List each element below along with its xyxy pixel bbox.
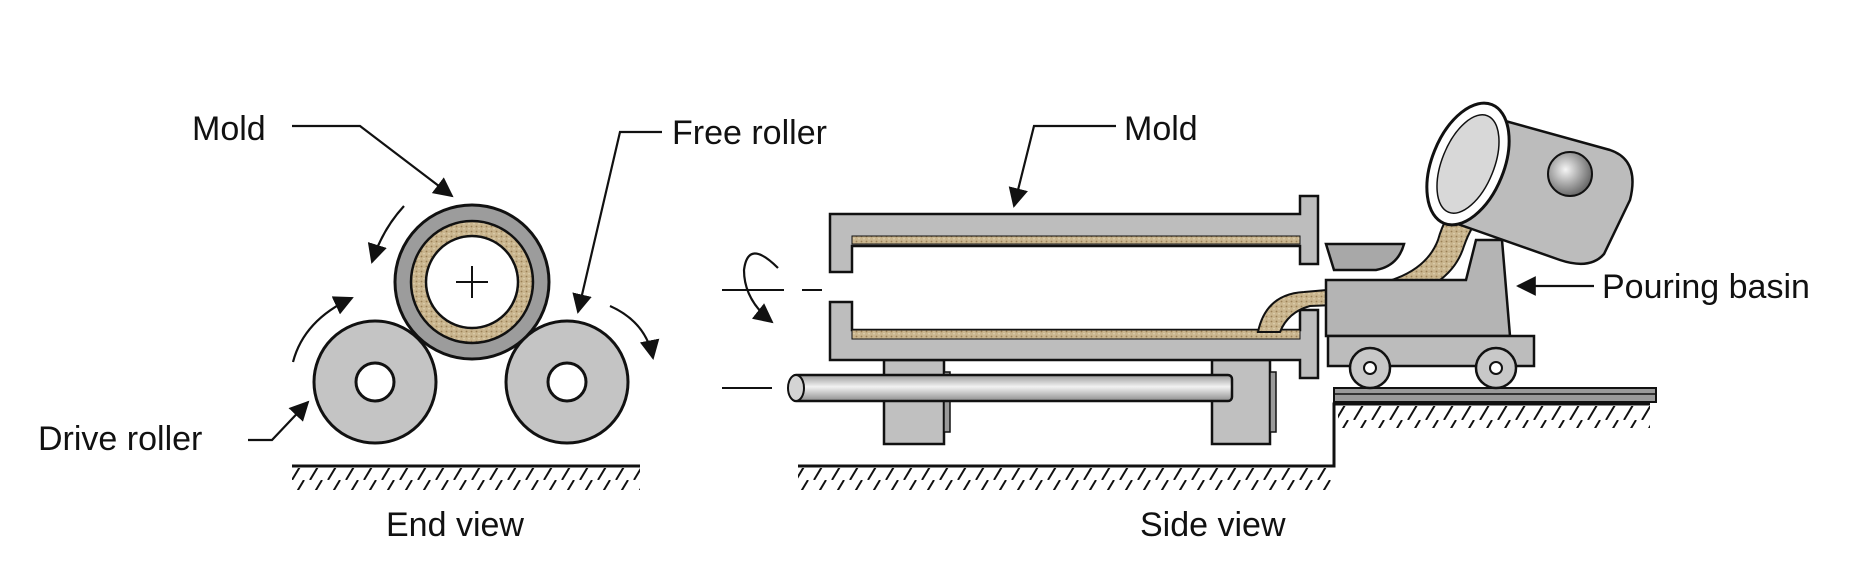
cart-rail <box>1333 387 1657 403</box>
leader-arrow-icon <box>292 124 454 198</box>
ladle <box>1425 101 1634 266</box>
free-roller-label: Free roller <box>672 114 827 152</box>
hatched-ground-icon <box>292 468 640 490</box>
plus-crosshair-icon <box>456 266 488 298</box>
drive-shaft <box>787 373 1234 403</box>
side-view: Mold Pouring basin Side view <box>722 101 1810 544</box>
end-view-mold <box>393 203 551 361</box>
molten-metal-stream <box>1256 176 1512 333</box>
cart-wheels <box>1348 346 1518 390</box>
leader-arrow-icon <box>1008 124 1116 208</box>
pouring-basin <box>1324 238 1536 368</box>
drive-roller-label: Drive roller <box>38 420 202 458</box>
side-view-mold <box>828 194 1320 380</box>
rotation-arrow-icon <box>609 304 660 360</box>
side-view-ground <box>798 402 1650 490</box>
end-view: Mold Free roller Drive roller End view <box>38 110 827 544</box>
rotation-arrow-icon <box>742 252 779 324</box>
pouring-basin-label: Pouring basin <box>1602 268 1810 306</box>
hatched-ground-icon <box>798 468 1334 490</box>
rotation-arrow-icon <box>291 296 354 363</box>
side-view-caption: Side view <box>1140 506 1286 544</box>
rotation-arrow-icon <box>367 205 405 264</box>
drive-roller <box>312 319 438 445</box>
end-view-ground <box>292 464 640 490</box>
end-view-mold-label: Mold <box>192 110 266 148</box>
hatched-ground-icon <box>1338 406 1650 428</box>
free-roller <box>504 319 630 445</box>
end-view-caption: End view <box>386 506 524 544</box>
side-view-mold-label: Mold <box>1124 110 1198 148</box>
leader-arrow-icon <box>572 130 662 314</box>
leader-arrow-icon <box>248 400 310 442</box>
